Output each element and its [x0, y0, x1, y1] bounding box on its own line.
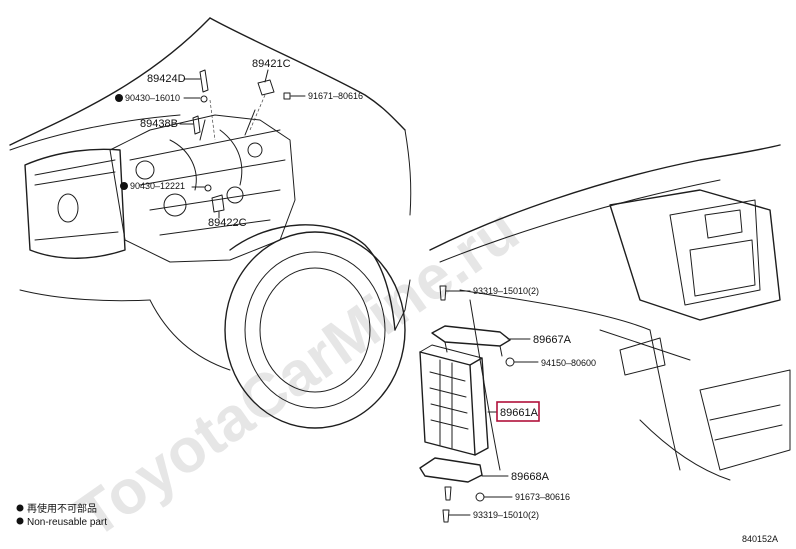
callout-89424D: 89424D [147, 73, 186, 85]
callout-89667A: 89667A [533, 334, 572, 346]
engine-control-module [419, 344, 489, 456]
leader-lines [179, 69, 539, 516]
callout-90430-12221: 90430–12221 [130, 181, 185, 191]
nonreusable-marker [120, 182, 128, 190]
dashboard-outline [429, 144, 791, 481]
callout-labels: 89424D 90430–16010 89438B 90430–12221 89… [125, 58, 596, 520]
callout-89421C: 89421C [252, 58, 291, 70]
ecu-upper-bracket [431, 325, 511, 357]
fastener-symbols [115, 69, 515, 523]
callout-89438B: 89438B [140, 118, 178, 130]
legend-reuse-label: 再使用不可部品 [27, 502, 97, 515]
callout-90430-16010: 90430–16010 [125, 93, 180, 103]
highlight-box [496, 401, 540, 422]
legend: 再使用不可部品 Non-reusable part [16, 502, 107, 528]
callout-89422C: 89422C [208, 217, 247, 229]
callout-93319-15010-lower: 93319–15010(2) [473, 510, 539, 520]
vehicle-front-outline [9, 17, 412, 371]
legend-marker [16, 517, 24, 525]
callout-91673-80616: 91673–80616 [515, 492, 570, 502]
legend-nonreusable-label: Non-reusable part [27, 517, 107, 528]
ecu-lower-bracket [419, 457, 483, 483]
callout-89661A: 89661A [500, 407, 539, 419]
callout-94150-80600: 94150–80600 [541, 358, 596, 368]
watermark: ToyotaCarMine.ru [63, 195, 531, 549]
front-wheel [224, 231, 406, 429]
diagram-code: 840152A [742, 534, 778, 544]
nonreusable-marker [115, 94, 123, 102]
legend-marker [16, 504, 24, 512]
callout-93319-15010-upper: 93319–15010(2) [473, 286, 539, 296]
callout-89668A: 89668A [511, 471, 550, 483]
callout-91671-80616: 91671–80616 [308, 91, 363, 101]
